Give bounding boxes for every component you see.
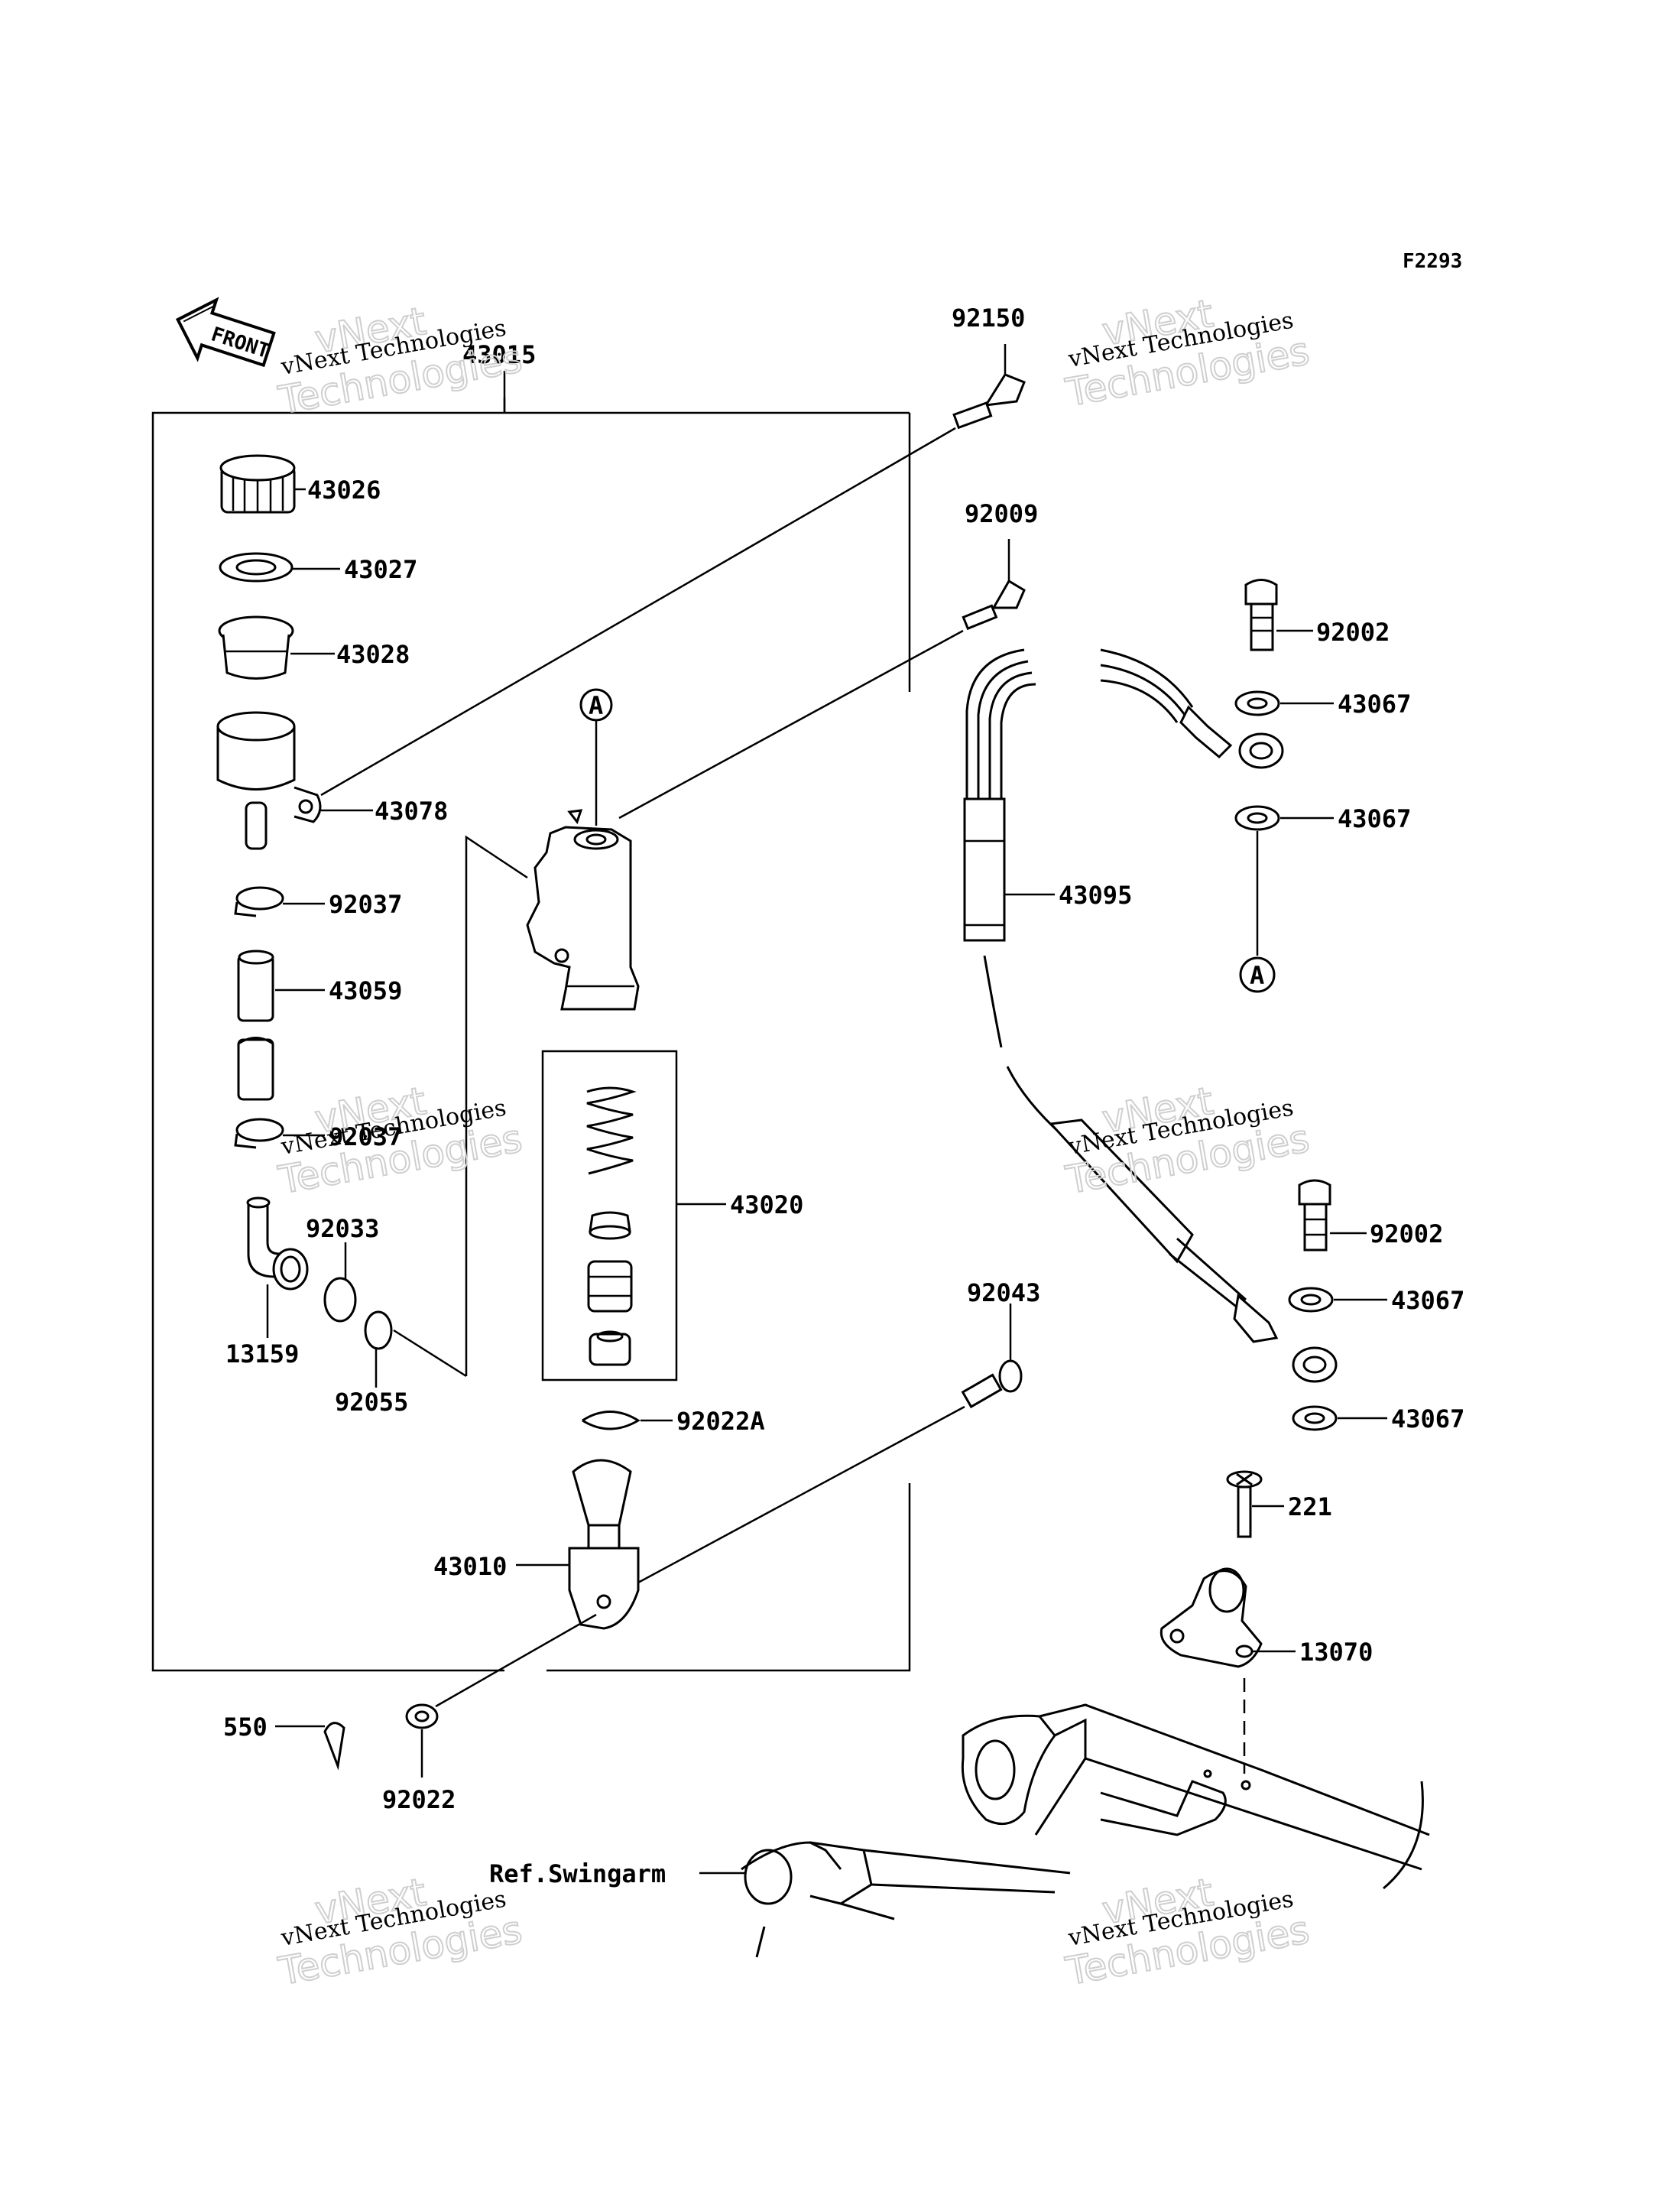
piston-kit-box <box>541 1050 678 1381</box>
cotter-pin <box>323 1722 345 1771</box>
diaphragm <box>218 615 294 680</box>
master-cylinder-body <box>526 809 640 1011</box>
callout-43028: 43028 <box>336 640 410 669</box>
washer-43067-b <box>1234 805 1280 831</box>
callout-43067-b: 43067 <box>1338 804 1411 833</box>
figure-code: F2293 <box>1403 250 1462 273</box>
callout-550: 550 <box>223 1713 268 1742</box>
diaphragm-plate <box>219 552 294 583</box>
callout-92150: 92150 <box>952 304 1025 333</box>
reservoir-tank <box>216 711 322 850</box>
brake-hose <box>963 648 1338 1383</box>
screw-221 <box>1226 1470 1263 1538</box>
washer-43067-c <box>1288 1287 1334 1313</box>
washer-92022 <box>405 1703 439 1729</box>
hose-clamp-lower <box>234 1118 284 1149</box>
callout-92037-lower: 92037 <box>329 1122 402 1151</box>
piston-kit-parts <box>586 1086 637 1366</box>
hose-joint-elbow <box>246 1196 309 1291</box>
watermark-3: vNext Technologies vNext Technologies <box>274 1078 526 1203</box>
reservoir-bolt <box>952 373 1026 430</box>
callout-92002-upper: 92002 <box>1316 618 1390 647</box>
callout-92033: 92033 <box>306 1214 379 1243</box>
banjo-bolt-upper <box>1244 579 1278 651</box>
reservoir-hose <box>237 950 274 1101</box>
callout-221: 221 <box>1288 1492 1332 1521</box>
callout-43027: 43027 <box>344 555 417 584</box>
callout-43078: 43078 <box>375 797 448 826</box>
callout-13159: 13159 <box>225 1339 299 1368</box>
circlip <box>323 1277 357 1323</box>
callout-92055: 92055 <box>335 1388 408 1417</box>
callout-92037-upper: 92037 <box>329 890 402 919</box>
callout-13070: 13070 <box>1299 1638 1373 1667</box>
callout-43067-c: 43067 <box>1391 1286 1464 1315</box>
cylinder-bolt <box>962 579 1026 631</box>
watermark-2: vNext Technologies vNext Technologies <box>1062 291 1313 416</box>
callout-43095: 43095 <box>1059 881 1132 910</box>
callout-43015: 43015 <box>462 340 536 369</box>
piston-circlip <box>582 1411 641 1430</box>
swingarm <box>741 1703 1430 1958</box>
callout-92009: 92009 <box>965 499 1038 528</box>
callout-43067-d: 43067 <box>1391 1404 1464 1433</box>
o-ring <box>364 1310 393 1350</box>
push-rod <box>568 1459 640 1630</box>
callout-43067-a: 43067 <box>1338 690 1411 719</box>
watermark-1: vNext Technologies vNext Technologies <box>274 298 526 424</box>
banjo-bolt-lower <box>1298 1179 1331 1252</box>
watermark-4: vNext Technologies vNext Technologies <box>1062 1078 1313 1203</box>
callout-92022: 92022 <box>382 1785 456 1814</box>
callout-92043: 92043 <box>967 1278 1040 1307</box>
front-direction-arrow: FRONT <box>175 297 276 368</box>
hose-clamp-upper <box>234 886 284 917</box>
callout-43020: 43020 <box>730 1190 803 1219</box>
reservoir-cap <box>219 454 296 514</box>
washer-43067-a <box>1234 690 1280 716</box>
callout-92002-lower: 92002 <box>1370 1219 1443 1248</box>
watermark-5: vNext Technologies vNext Technologies <box>274 1869 526 1995</box>
callout-43059: 43059 <box>329 976 402 1005</box>
sub-bracket <box>465 835 528 1376</box>
watermark-6: vNext Technologies vNext Technologies <box>1062 1869 1313 1995</box>
washer-43067-d <box>1292 1405 1338 1431</box>
marker-a-bottom <box>1239 956 1276 993</box>
assembly-box <box>151 398 911 1672</box>
marker-a-top-label: A <box>589 691 603 720</box>
clevis-pin <box>961 1359 1023 1409</box>
callout-92022A: 92022A <box>676 1407 765 1436</box>
ref-swingarm-label: Ref.Swingarm <box>489 1859 666 1888</box>
marker-a-bottom-label: A <box>1250 961 1264 990</box>
callout-43026: 43026 <box>307 476 381 505</box>
callout-43010: 43010 <box>433 1552 507 1581</box>
hose-guide <box>1159 1567 1263 1668</box>
